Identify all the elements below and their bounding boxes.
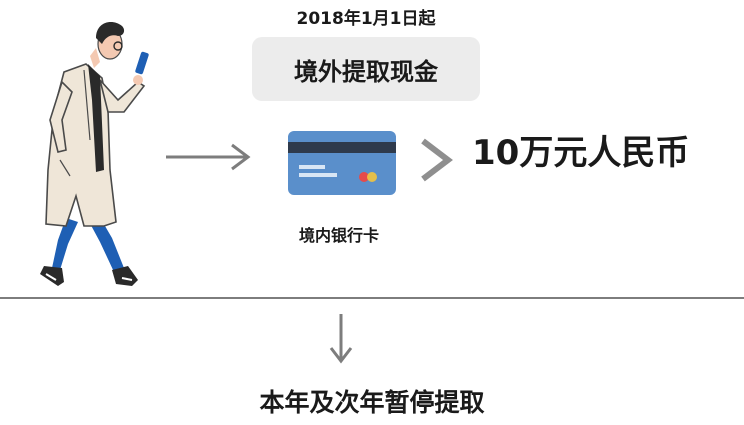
- date-label: 2018年1月1日起: [296, 9, 436, 29]
- bank-card-icon: [288, 131, 396, 195]
- limit-amount: 10万元人民币: [472, 133, 690, 173]
- arrow-down-icon: [329, 314, 353, 364]
- card-label: 境内银行卡: [298, 226, 379, 245]
- divider-line: [0, 297, 744, 299]
- arrow-right-icon: [166, 143, 251, 171]
- suspend-notice: 本年及次年暂停提取: [259, 388, 485, 417]
- title-box: 境外提取现金: [252, 37, 480, 101]
- walking-person-with-phone-icon: [40, 22, 149, 286]
- title-text: 境外提取现金: [294, 57, 438, 86]
- greater-than-icon: [421, 138, 453, 182]
